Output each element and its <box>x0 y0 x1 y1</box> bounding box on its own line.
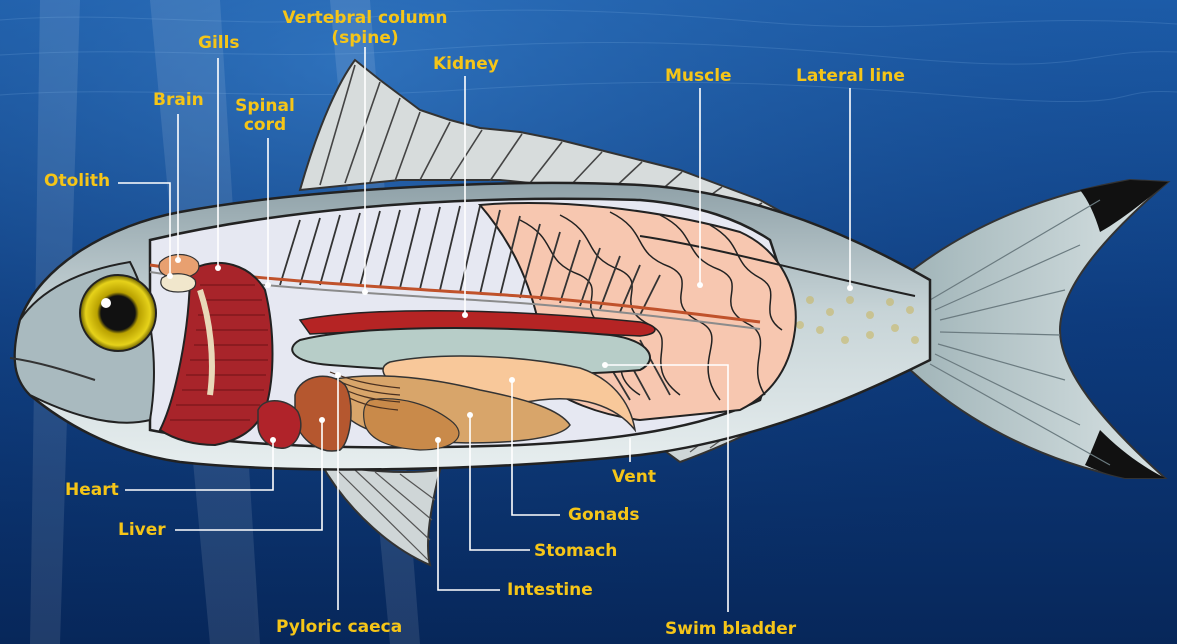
label-otolith: Otolith <box>44 172 110 191</box>
label-stomach: Stomach <box>534 542 617 561</box>
label-swim-bladder: Swim bladder <box>665 620 796 639</box>
heart <box>258 401 301 449</box>
label-pyloric-caeca: Pyloric caeca <box>276 618 402 637</box>
eye <box>80 275 156 351</box>
label-spinal-cord-2: cord <box>230 116 300 135</box>
label-vertebral-column: Vertebral column <box>280 9 450 28</box>
label-liver: Liver <box>118 521 166 540</box>
label-gonads: Gonads <box>568 506 640 525</box>
label-gills: Gills <box>198 34 240 53</box>
label-vent: Vent <box>612 468 656 487</box>
label-muscle: Muscle <box>665 67 732 86</box>
label-heart: Heart <box>65 481 119 500</box>
label-lateral-line: Lateral line <box>796 67 905 86</box>
label-brain: Brain <box>153 91 204 110</box>
label-intestine: Intestine <box>507 581 593 600</box>
label-kidney: Kidney <box>433 55 499 74</box>
otolith <box>161 274 196 292</box>
label-vertebral-column-spine: (spine) <box>280 29 450 48</box>
label-spinal-cord: Spinal <box>230 97 300 116</box>
